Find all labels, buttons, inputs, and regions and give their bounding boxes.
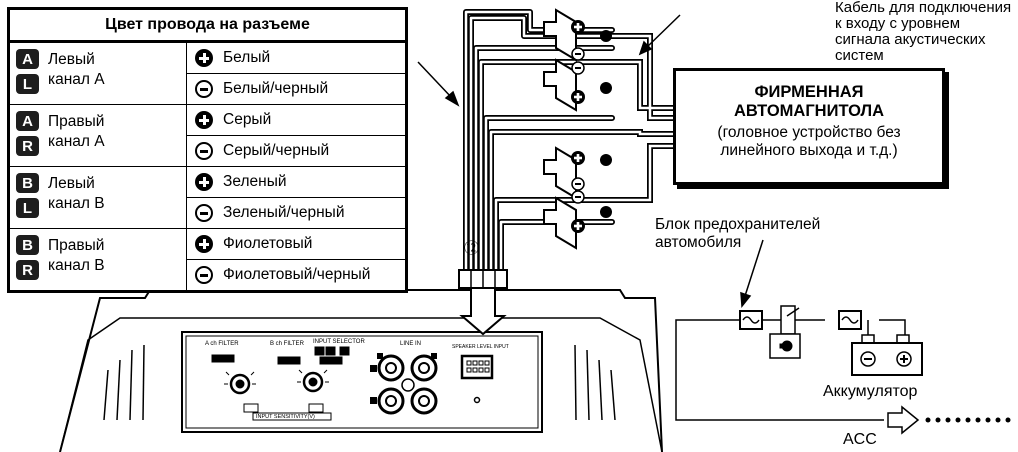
second-fuse-icon [838,310,862,330]
side-badge: L [16,74,39,94]
acc-arrow [887,405,1011,435]
line-in-jacks[interactable] [377,354,438,415]
channel-badge: B [16,173,39,193]
plus-icon [195,235,213,253]
amplifier [59,289,663,452]
line-in-label: LINE IN [400,341,422,347]
minus-icon [195,142,213,160]
speaker-input-cable [463,9,615,273]
channel-name: Левый канал A [48,51,105,88]
head-unit-wiring [612,33,673,203]
table-row: A R Правый канал A Серый [8,104,407,167]
side-badge: R [16,136,39,156]
channel-cell: B L Левый канал B [8,166,187,229]
wire-color: Белый [223,49,271,66]
wire-color: Фиолетовый/черный [223,266,371,283]
channel-cell: A R Правый канал A [8,104,187,167]
speaker-level-input-label: SPEAKER LEVEL INPUT [452,344,509,350]
table-title: Цвет провода на разъеме [8,8,407,43]
terminal-dots [600,30,612,218]
minus-icon [195,204,213,222]
connector-number: ⑫ [464,240,480,257]
input-selector-label: INPUT SELECTOR [313,339,365,345]
connector-plug [458,269,508,336]
a-filter-label: A ch FILTER [205,341,239,347]
battery-label: Аккумулятор [823,383,918,400]
table-row: A L Левый канал A Белый [8,41,407,105]
b-filter-label: B ch FILTER [270,341,304,347]
input-sensitivity-label: INPUT SENSITIVITY(V) [256,414,315,420]
channel-cell: B R Правый канал B [8,228,187,292]
minus-icon [195,80,213,98]
battery-icon [851,334,923,376]
side-badge: R [16,260,39,280]
wire-color: Серый [223,111,272,128]
table-row: B R Правый канал B Фиолетовый [8,228,407,292]
speaker-group-top [543,8,577,112]
table-row: Фиолетовый/черный [9,259,407,292]
wire-color-table: Цвет провода на разъеме A L Левый канал … [7,7,408,293]
channel-cell: A L Левый канал A [8,41,187,105]
plus-icon [195,49,213,67]
minus-icon [195,266,213,284]
b-filter-switch[interactable] [277,356,301,365]
cable-label: Кабель для подключения к входу с уровнем… [835,0,1012,64]
channel-badge: A [16,49,39,69]
plus-icon [195,111,213,129]
speaker-level-input-socket[interactable] [460,354,494,380]
fuse-box-label: Блок предохранителей автомобиля [655,216,821,251]
a-filter-switch[interactable] [211,354,235,363]
input-selector-switch[interactable] [319,356,343,365]
channel-name: Правый канал A [48,113,105,150]
wire-color: Белый/черный [223,80,329,97]
wire-color: Зеленый [223,173,287,190]
plus-icon [195,173,213,191]
wire-color: Фиолетовый [223,235,313,252]
channel-name: Правый канал B [48,237,105,274]
side-badge: L [16,198,39,218]
channel-badge: A [16,111,39,131]
table-row: Белый/черный [9,73,407,105]
head-unit-box: ФИРМЕННАЯ АВТОМАГНИТОЛА (головное устрой… [673,68,945,185]
speaker-polarity-icons [571,20,585,233]
head-unit-title: ФИРМЕННАЯ АВТОМАГНИТОЛА [733,83,885,120]
wire-color: Серый/черный [223,142,330,159]
table-row: B L Левый канал B Зеленый [8,166,407,229]
acc-label: ACC [843,431,877,448]
fuse-box-pointer [740,239,764,308]
wire-color: Зеленый/черный [223,204,345,221]
cable-label-arrow [638,14,681,56]
channel-name: Левый канал B [48,175,105,212]
channel-badge: B [16,235,39,255]
ignition-switch-icon [769,305,801,359]
amp-control-panel [211,346,494,421]
fuse-icon [739,310,763,330]
pointer-arrow [417,61,460,107]
table-row: Зеленый/черный [9,197,407,229]
head-unit-description: (головное устройство без линейного выход… [717,124,901,159]
